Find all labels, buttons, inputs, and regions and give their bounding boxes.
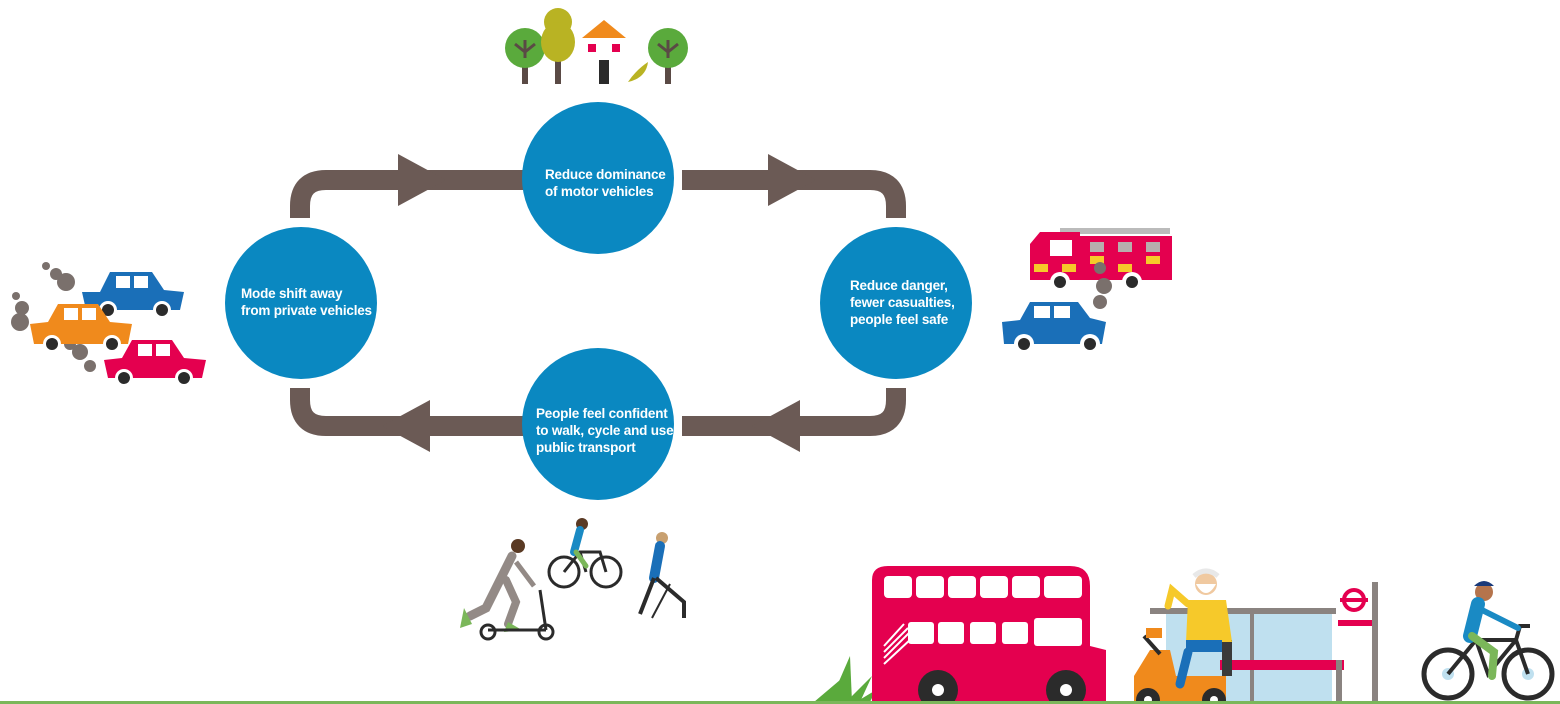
fire-engine-icon	[1030, 228, 1172, 292]
node-top-line-1: Reduce dominance	[545, 167, 666, 182]
node-bottom-line-1: People feel confident	[536, 406, 668, 421]
ground-strip	[0, 701, 1560, 704]
connector-bottom-to-left	[290, 388, 528, 436]
exhaust-smoke-icon	[11, 262, 96, 372]
node-left-line-2: from private vehicles	[241, 303, 372, 318]
node-right-line-1: Reduce danger,	[850, 278, 948, 293]
node-bottom-line-2: to walk, cycle and use	[536, 423, 674, 438]
smoke-icon	[1093, 262, 1112, 309]
node-right-line-3: people feel safe	[850, 312, 949, 327]
tall-tree-icon	[541, 8, 575, 84]
arrowhead-bottom-right	[752, 400, 800, 452]
plant-icon	[814, 656, 876, 702]
node-label-right: Reduce danger, fewer casualties, people …	[850, 277, 955, 328]
traffic-cars-illustration	[11, 262, 206, 387]
arrowhead-top-left	[398, 154, 446, 206]
house-icon	[582, 20, 626, 84]
trees-house-illustration	[505, 8, 688, 84]
cycle-connectors	[290, 170, 906, 436]
node-label-left: Mode shift away from private vehicles	[241, 285, 372, 319]
connector-right-to-bottom	[682, 388, 906, 436]
double-decker-bus-icon	[872, 566, 1106, 704]
scooter-rider-icon	[460, 539, 555, 641]
walker-icon	[638, 532, 686, 619]
connector-left-to-top	[290, 170, 528, 218]
node-right-line-2: fewer casualties,	[850, 295, 955, 310]
pink-car-icon	[104, 340, 206, 387]
node-circle-right	[820, 227, 972, 379]
node-label-top: Reduce dominance of motor vehicles	[545, 166, 666, 200]
crashed-car-icon	[1002, 302, 1106, 354]
elderly-rider-icon	[1164, 568, 1232, 689]
arrowhead-bottom-left	[382, 400, 430, 452]
fire-engine-illustration	[1002, 228, 1172, 354]
street-cyclist-icon	[1421, 581, 1555, 701]
roundel-icon	[1338, 582, 1378, 704]
node-bottom-line-3: public transport	[536, 440, 636, 455]
node-circle-left	[225, 227, 377, 379]
street-scene	[814, 566, 1555, 704]
sprout-icon	[628, 62, 648, 82]
blue-car-icon	[82, 272, 184, 319]
arrowhead-top-right	[768, 154, 816, 206]
node-left-line-1: Mode shift away	[241, 286, 343, 301]
cyclist-icon	[547, 518, 623, 589]
node-label-bottom: People feel confident to walk, cycle and…	[536, 405, 674, 456]
connector-top-to-right	[682, 170, 906, 218]
orange-car-icon	[30, 304, 132, 353]
active-travel-illustration	[460, 518, 686, 641]
tree-icon-right	[648, 28, 688, 84]
cycle-arrowheads	[382, 154, 816, 452]
node-top-line-2: of motor vehicles	[545, 184, 654, 199]
node-circle-bottom	[522, 348, 674, 500]
tree-icon	[505, 28, 545, 84]
node-circle-top	[522, 102, 674, 254]
